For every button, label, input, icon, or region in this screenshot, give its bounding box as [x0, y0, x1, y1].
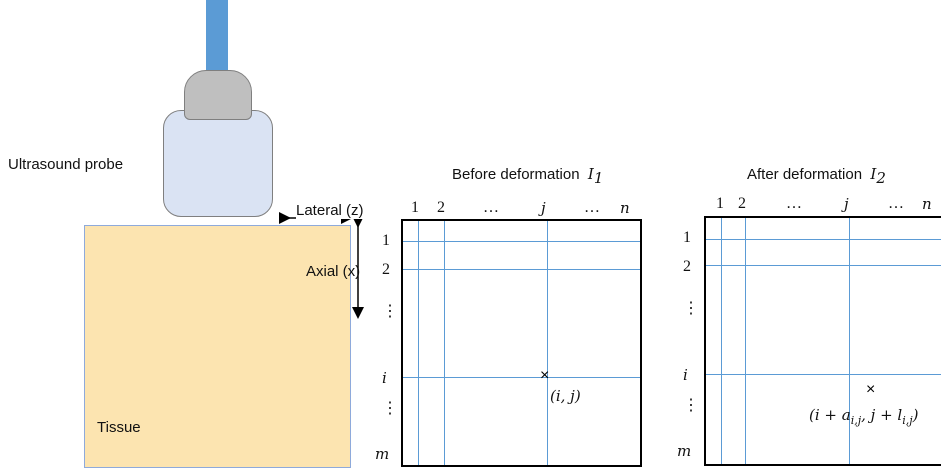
col-label: … — [483, 199, 499, 216]
point-marker: × — [540, 367, 550, 384]
col-label: n — [922, 195, 932, 213]
col-label: … — [786, 195, 802, 212]
grid-line-vertical — [547, 221, 548, 465]
before-grid: × (i, j) — [401, 219, 642, 467]
grid-line-horizontal — [706, 265, 941, 266]
point-label: (i, j) — [550, 387, 581, 405]
col-label: 2 — [738, 195, 746, 212]
probe-body — [163, 110, 273, 217]
row-label: ⋮ — [683, 397, 699, 414]
before-title: Before deformation I1 — [452, 165, 604, 187]
grid-line-vertical — [444, 221, 445, 465]
probe-cap — [184, 70, 252, 120]
row-label: 1 — [683, 229, 691, 246]
col-label: j — [541, 199, 546, 217]
tissue-block — [84, 225, 351, 468]
col-label: 1 — [411, 199, 419, 216]
row-label: i — [382, 369, 387, 387]
row-label: ⋮ — [683, 300, 699, 317]
grid-line-horizontal — [403, 241, 640, 242]
after-grid: × (i + ai,j, j + li,j) — [704, 216, 941, 466]
grid-line-vertical — [745, 218, 746, 464]
point-label: (i + ai,j, j + li,j) — [809, 406, 919, 427]
col-label: n — [620, 199, 630, 217]
grid-line-horizontal — [403, 269, 640, 270]
grid-line-vertical — [418, 221, 419, 465]
grid-line-vertical — [849, 218, 850, 464]
col-label: 2 — [437, 199, 445, 216]
probe-label: Ultrasound probe — [8, 156, 124, 173]
lateral-label: Lateral (z) — [296, 202, 364, 219]
grid-line-horizontal — [403, 377, 640, 378]
tissue-label: Tissue — [97, 419, 141, 436]
row-label: 1 — [382, 232, 390, 249]
row-label: m — [375, 445, 390, 463]
row-label: m — [677, 442, 692, 460]
row-label: ⋮ — [382, 400, 398, 417]
row-label: ⋮ — [382, 303, 398, 320]
row-label: i — [683, 366, 688, 384]
grid-line-horizontal — [706, 239, 941, 240]
after-title: After deformation I2 — [747, 165, 886, 187]
grid-line-horizontal — [706, 374, 941, 375]
point-marker: × — [866, 381, 876, 398]
axial-label: Axial (x) — [306, 263, 361, 280]
col-label: j — [844, 195, 849, 213]
row-label: 2 — [382, 261, 390, 278]
col-label: … — [888, 195, 904, 212]
grid-line-vertical — [721, 218, 722, 464]
col-label: … — [584, 199, 600, 216]
row-label: 2 — [683, 258, 691, 275]
col-label: 1 — [716, 195, 724, 212]
probe-cable — [206, 0, 228, 74]
